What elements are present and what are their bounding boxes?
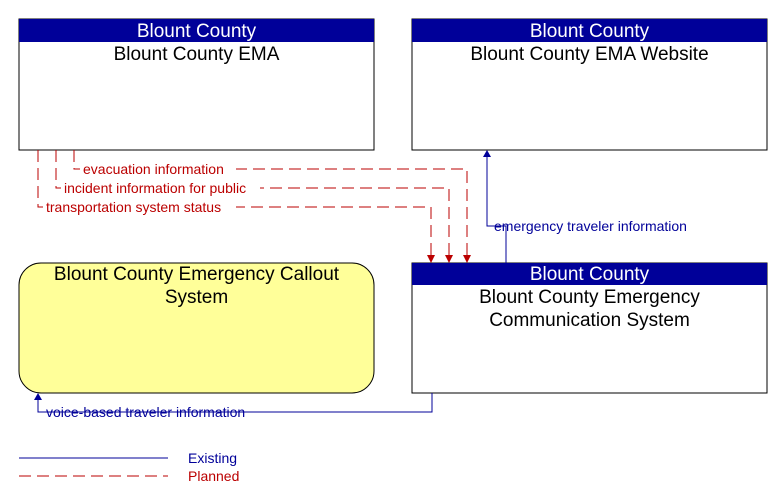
flow-incident-label: incident information for public <box>64 180 246 196</box>
ema-title: Blount County EMA <box>114 44 280 65</box>
flow-transportation[interactable]: transportation system status <box>37 150 435 263</box>
arrowhead-icon <box>445 255 453 263</box>
flow-evacuation-label: evacuation information <box>83 161 224 177</box>
ecs-title-line2: Communication System <box>489 310 690 331</box>
callout-title-line2: System <box>165 287 228 308</box>
arrowhead-icon <box>483 150 491 157</box>
ecs-box[interactable]: Blount County Blount County Emergency Co… <box>411 262 768 394</box>
flow-transportation-label: transportation system status <box>46 199 221 215</box>
arrowhead-icon <box>427 255 435 263</box>
ema-box[interactable]: Blount County Blount County EMA <box>18 18 375 151</box>
ema-header: Blount County <box>137 21 257 42</box>
website-header: Blount County <box>530 21 650 42</box>
ecs-header: Blount County <box>530 264 650 285</box>
flow-emergency-traveler-label: emergency traveler information <box>494 218 687 234</box>
flow-emergency-traveler[interactable]: emergency traveler information <box>483 150 687 263</box>
legend-planned-label: Planned <box>188 468 239 484</box>
flow-voice-traveler-label: voice-based traveler information <box>46 404 245 420</box>
callout-title-line1: Blount County Emergency Callout <box>54 264 340 285</box>
legend: Existing Planned <box>19 450 239 484</box>
arrowhead-icon <box>463 255 471 263</box>
website-box[interactable]: Blount County Blount County EMA Website <box>411 18 768 151</box>
website-title: Blount County EMA Website <box>470 44 708 65</box>
ema-header-bar <box>19 19 374 42</box>
flow-evacuation[interactable]: evacuation information <box>73 150 471 263</box>
callout-box[interactable]: Blount County Emergency Callout System <box>18 262 375 394</box>
flow-incident[interactable]: incident information for public <box>55 150 453 263</box>
ecs-header-bar <box>412 263 767 285</box>
website-header-bar <box>412 19 767 42</box>
flow-voice-traveler[interactable]: voice-based traveler information <box>34 393 433 420</box>
ecs-title-line1: Blount County Emergency <box>479 287 700 308</box>
arrowhead-icon <box>34 393 42 400</box>
legend-existing-label: Existing <box>188 450 237 466</box>
